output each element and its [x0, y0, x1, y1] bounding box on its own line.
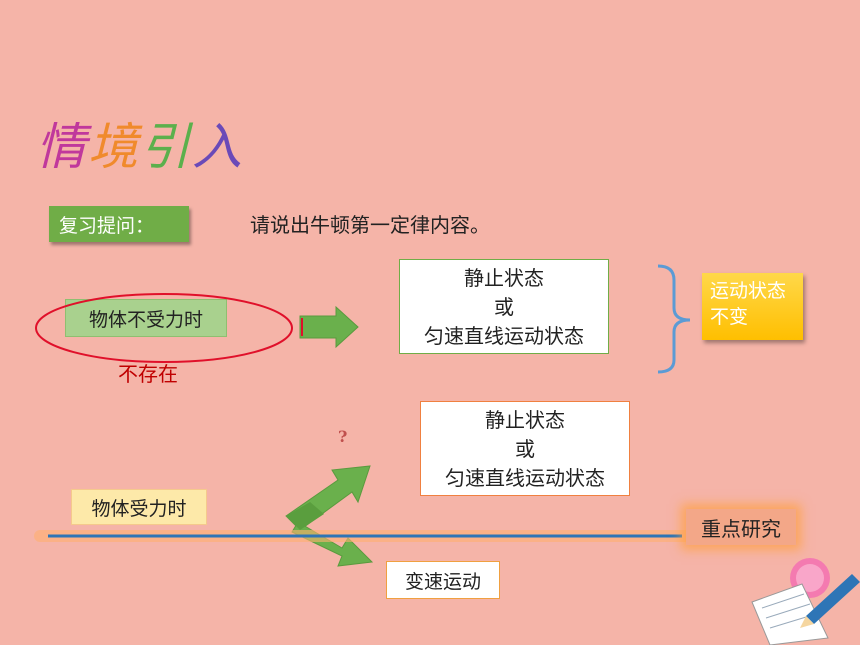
state-line-1: 静止状态 [485, 408, 565, 432]
not-exist-text: 不存在 [118, 362, 178, 386]
question-mark: ? [338, 427, 348, 446]
right-brace [657, 264, 691, 374]
motion-unchanged-box: 运动状态 不变 [702, 273, 803, 340]
with-force-label: 物体受力时 [71, 489, 207, 525]
notepad-pencil-icon [751, 558, 860, 645]
divider-line [34, 530, 692, 542]
state-line-3: 匀速直线运动状态 [424, 324, 584, 348]
review-question-label: 复习提问： [49, 206, 189, 242]
title-char-3: 引 [140, 118, 192, 176]
slide-title: 情境引入 [36, 112, 244, 182]
question-text: 请说出牛顿第一定律内容。 [250, 213, 490, 237]
motion-line-1: 运动状态 [710, 280, 787, 302]
state-line-3: 匀速直线运动状态 [445, 466, 605, 490]
state-box-upper: 静止状态 或 匀速直线运动状态 [399, 259, 609, 354]
no-force-label: 物体不受力时 [65, 299, 227, 337]
title-char-2: 境 [88, 118, 140, 176]
motion-line-2: 不变 [710, 306, 749, 328]
title-char-4: 入 [192, 118, 244, 176]
arrow-right-icon [299, 305, 359, 349]
state-line-1: 静止状态 [464, 266, 544, 290]
title-char-1: 情 [36, 118, 88, 176]
red-ellipse [35, 293, 293, 363]
key-research-label: 重点研究 [686, 509, 796, 545]
state-line-2: 或 [494, 295, 514, 319]
state-line-2: 或 [515, 437, 535, 461]
branch-arrows-icon [285, 465, 374, 567]
variable-motion-box: 变速运动 [386, 561, 500, 599]
state-box-lower: 静止状态 或 匀速直线运动状态 [420, 401, 630, 496]
